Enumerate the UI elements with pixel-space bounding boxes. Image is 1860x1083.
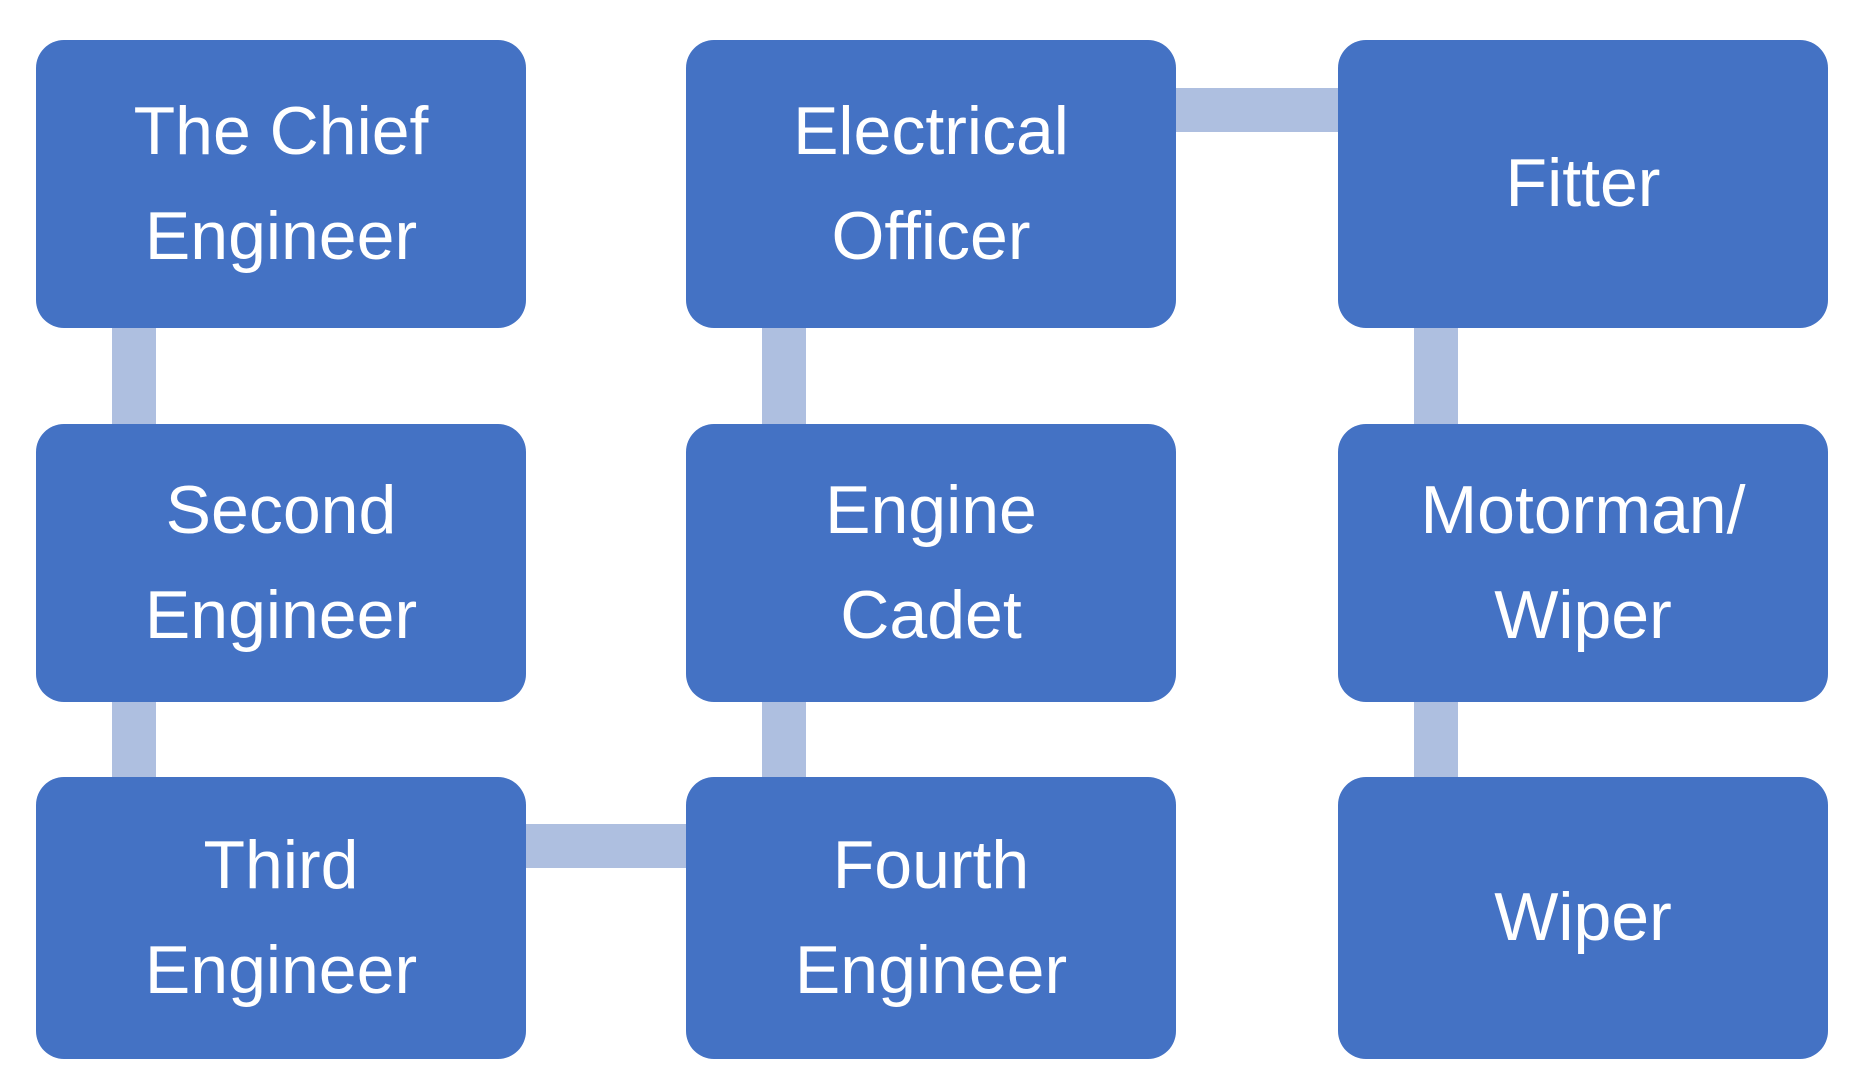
connector-second-to-third	[112, 702, 156, 777]
node-fitter: Fitter	[1338, 40, 1828, 328]
connector-chief-to-second	[112, 328, 156, 424]
node-motorman-wiper: Motorman/ Wiper	[1338, 424, 1828, 702]
node-engine-cadet: Engine Cadet	[686, 424, 1176, 702]
node-chief-engineer: The Chief Engineer	[36, 40, 526, 328]
node-fourth-engineer: Fourth Engineer	[686, 777, 1176, 1059]
connector-electrical-to-cadet	[762, 328, 806, 424]
connector-electrical-to-fitter	[1176, 88, 1338, 132]
node-fitter-label: Fitter	[1505, 145, 1661, 222]
node-fourth-engineer-label: Fourth Engineer	[794, 826, 1068, 1008]
node-wiper-label: Wiper	[1494, 879, 1672, 956]
node-second-engineer-label: Second Engineer	[144, 471, 418, 653]
connector-cadet-to-fourth	[762, 702, 806, 777]
connector-fitter-to-motorman	[1414, 328, 1458, 424]
node-chief-engineer-label: The Chief Engineer	[133, 92, 429, 274]
node-wiper: Wiper	[1338, 777, 1828, 1059]
node-third-engineer-label: Third Engineer	[144, 826, 418, 1008]
node-motorman-wiper-label: Motorman/ Wiper	[1420, 471, 1746, 653]
node-engine-cadet-label: Engine Cadet	[825, 471, 1037, 653]
node-electrical-officer: Electrical Officer	[686, 40, 1176, 328]
node-second-engineer: Second Engineer	[36, 424, 526, 702]
connector-motorman-to-wiper	[1414, 702, 1458, 777]
connector-third-to-fourth	[526, 824, 686, 868]
node-electrical-officer-label: Electrical Officer	[793, 92, 1069, 274]
node-third-engineer: Third Engineer	[36, 777, 526, 1059]
